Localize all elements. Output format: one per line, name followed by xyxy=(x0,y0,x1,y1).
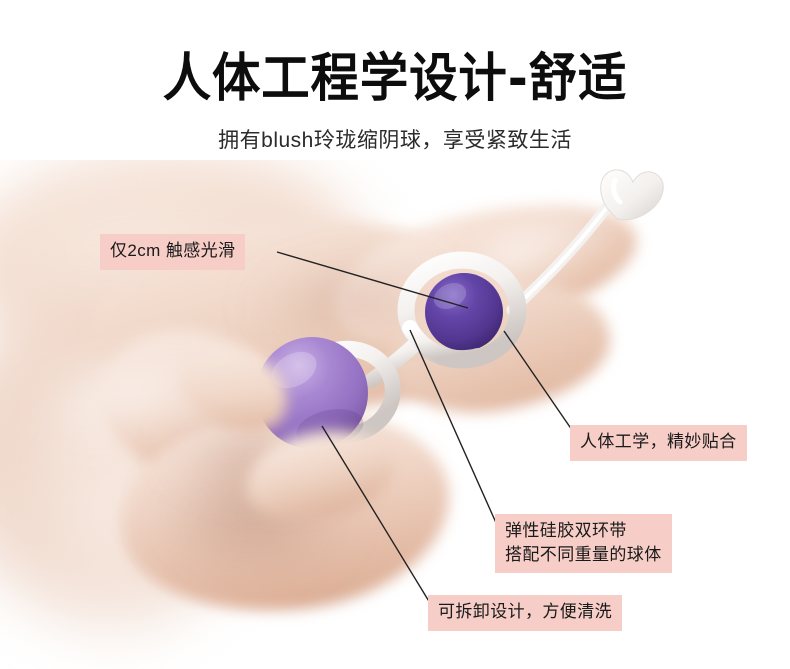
page-subtitle: 拥有blush玲珑缩阴球，享受紧致生活 xyxy=(218,129,572,152)
callout-ergonomic-fit: 人体工学，精妙贴合 xyxy=(570,425,747,461)
callout-silicone-double-ring-line-2: 搭配不同重量的球体 xyxy=(505,545,662,565)
callout-detachable-design-line-1: 可拆卸设计，方便清洗 xyxy=(438,602,612,621)
callout-smooth-touch-line-1: 仅2cm 触感光滑 xyxy=(110,241,236,260)
callout-smooth-touch: 仅2cm 触感光滑 xyxy=(100,234,246,270)
heart-tip-highlight xyxy=(611,177,623,205)
callout-detachable-design: 可拆卸设计，方便清洗 xyxy=(428,595,622,631)
page-title: 人体工程学设计-舒适 xyxy=(162,49,628,109)
light-ball-highlight xyxy=(271,351,317,389)
heart-tip-tab xyxy=(600,169,664,221)
dark-purple-ball xyxy=(425,273,503,351)
callout-silicone-double-ring-line-1: 弹性硅胶双环带 xyxy=(505,521,627,540)
callout-silicone-double-ring: 弹性硅胶双环带 搭配不同重量的球体 xyxy=(495,514,672,574)
callout-ergonomic-fit-line-1: 人体工学，精妙贴合 xyxy=(580,432,737,451)
light-purple-ball xyxy=(256,337,368,449)
